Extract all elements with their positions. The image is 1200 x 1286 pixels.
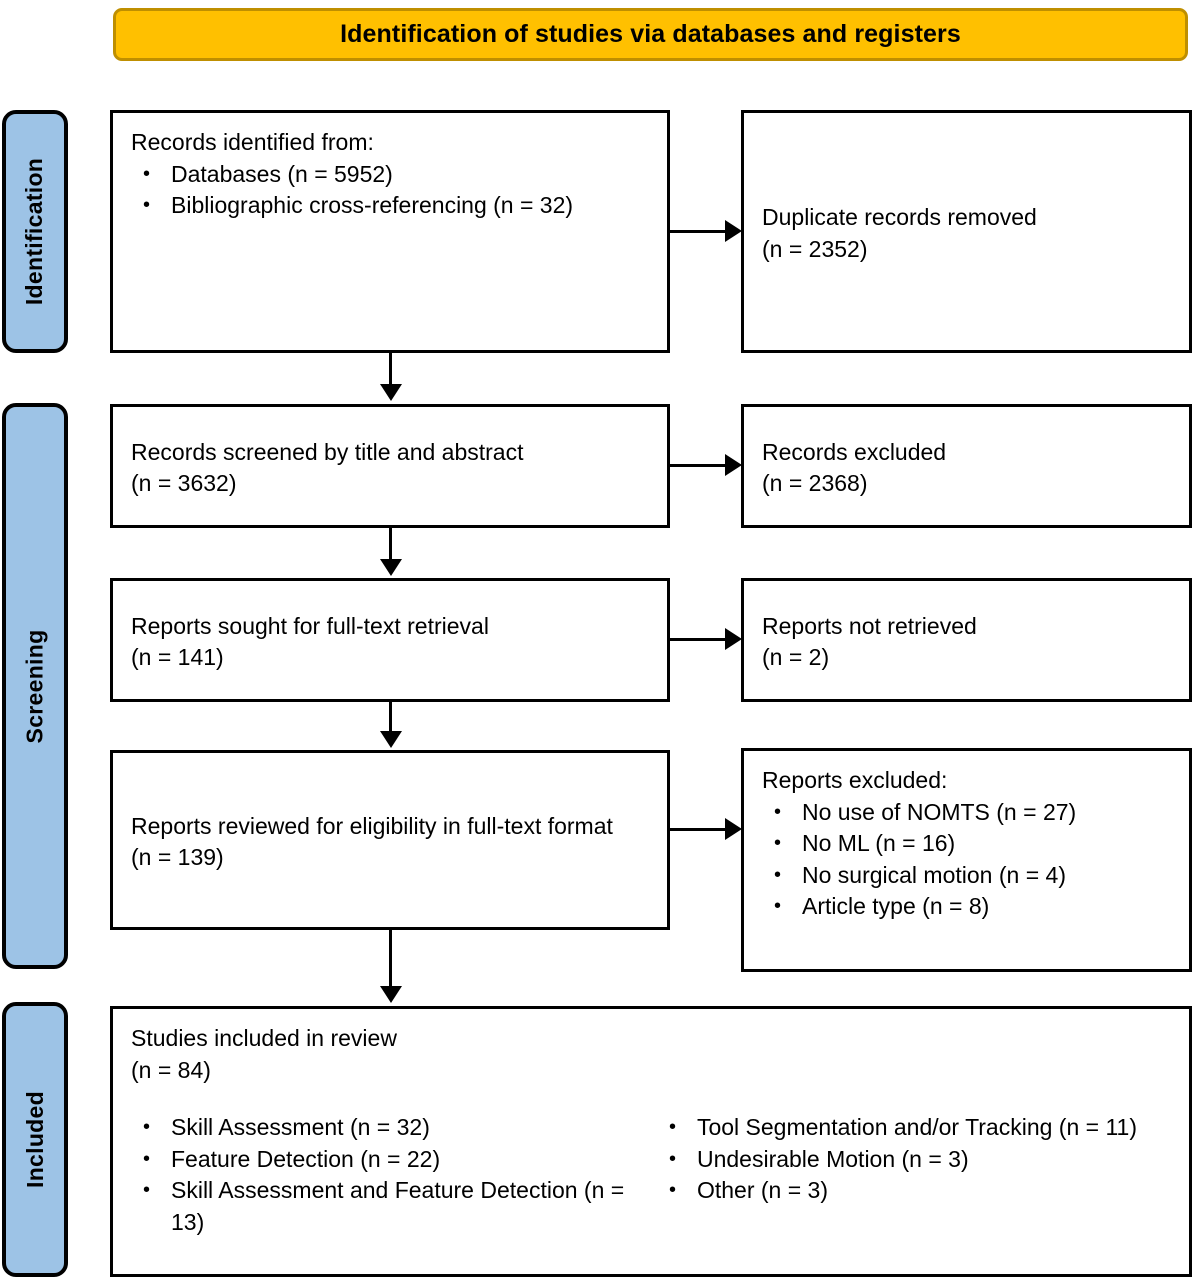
arrowhead-sought-to-not-retrieved <box>725 628 742 650</box>
box-line: Reports sought for full-text retrieval <box>131 612 489 639</box>
list-item: Article type (n = 8) <box>762 891 1173 923</box>
arrowhead-sought-to-reviewed <box>380 731 402 748</box>
stage-label-identification-text: Identification <box>21 157 48 306</box>
list-item: No ML (n = 16) <box>762 828 1173 860</box>
box-count: (n = 139) <box>131 844 224 870</box>
box-line: Records excluded <box>762 438 947 465</box>
connector-sought-to-reviewed <box>389 702 392 733</box>
included-categories-left: Skill Assessment (n = 32) Feature Detect… <box>131 1112 657 1238</box>
box-line: Reports not retrieved <box>762 612 977 639</box>
box-line: Records screened by title and abstract <box>131 438 524 465</box>
box-reports-not-retrieved-text: Reports not retrieved (n = 2) <box>762 611 977 674</box>
box-count: (n = 3632) <box>131 470 237 496</box>
stage-label-included-text: Included <box>21 1091 48 1188</box>
list-item: Undesirable Motion (n = 3) <box>657 1144 1173 1176</box>
box-studies-included-categories: Skill Assessment (n = 32) Feature Detect… <box>131 1112 1173 1238</box>
list-item: Skill Assessment and Feature Detection (… <box>131 1175 657 1238</box>
list-item: Other (n = 3) <box>657 1175 1173 1207</box>
list-item: Skill Assessment (n = 32) <box>131 1112 657 1144</box>
arrowhead-screened-to-sought <box>380 559 402 576</box>
connector-sought-to-not-retrieved <box>670 638 727 641</box>
box-count: (n = 141) <box>131 644 224 670</box>
box-line: Studies included in review <box>131 1025 397 1051</box>
diagram-header-banner: Identification of studies via databases … <box>113 8 1188 61</box>
box-reports-reviewed-text: Reports reviewed for eligibility in full… <box>131 811 613 874</box>
connector-reviewed-to-reports-excluded <box>670 828 727 831</box>
box-records-identified-list: Databases (n = 5952) Bibliographic cross… <box>131 159 651 222</box>
stage-label-screening-text: Screening <box>21 629 48 743</box>
box-reports-sought-text: Reports sought for full-text retrieval (… <box>131 611 489 674</box>
box-studies-included-text: Studies included in review (n = 84) <box>131 1023 1173 1086</box>
box-line: Reports reviewed for eligibility in full… <box>131 812 613 839</box>
box-reports-excluded-list: No use of NOMTS (n = 27) No ML (n = 16) … <box>762 797 1173 923</box>
stage-label-identification: Identification <box>2 110 68 353</box>
box-records-screened: Records screened by title and abstract (… <box>110 404 670 528</box>
box-records-identified: Records identified from: Databases (n = … <box>110 110 670 353</box>
list-item: Tool Segmentation and/or Tracking (n = 1… <box>657 1112 1173 1144</box>
box-studies-included: Studies included in review (n = 84) Skil… <box>110 1006 1192 1277</box>
box-reports-sought: Reports sought for full-text retrieval (… <box>110 578 670 702</box>
box-records-screened-text: Records screened by title and abstract (… <box>131 437 523 500</box>
box-reports-not-retrieved: Reports not retrieved (n = 2) <box>741 578 1192 702</box>
connector-reviewed-to-included <box>389 930 392 987</box>
box-count: (n = 2) <box>762 644 830 670</box>
box-duplicate-records-removed-text: Duplicate records removed (n = 2352) <box>762 202 1037 265</box>
connector-screened-to-sought <box>389 528 392 561</box>
box-line: Duplicate records removed <box>762 204 1037 230</box>
arrowhead-screened-to-excluded <box>725 454 742 476</box>
arrowhead-identified-to-duplicates <box>725 220 742 242</box>
box-count: (n = 2368) <box>762 470 868 496</box>
box-reports-reviewed: Reports reviewed for eligibility in full… <box>110 750 670 930</box>
arrowhead-identified-to-screened <box>380 384 402 401</box>
included-categories-right: Tool Segmentation and/or Tracking (n = 1… <box>657 1112 1173 1238</box>
box-records-identified-heading: Records identified from: <box>131 129 374 155</box>
box-records-excluded: Records excluded (n = 2368) <box>741 404 1192 528</box>
box-count: (n = 2352) <box>762 235 868 262</box>
connector-screened-to-excluded <box>670 464 727 467</box>
list-item: Databases (n = 5952) <box>131 159 651 191</box>
list-item: No use of NOMTS (n = 27) <box>762 797 1173 829</box>
stage-label-screening: Screening <box>2 403 68 969</box>
diagram-title: Identification of studies via databases … <box>340 19 961 48</box>
box-count: (n = 84) <box>131 1056 211 1083</box>
arrowhead-reviewed-to-included <box>380 986 402 1003</box>
box-reports-excluded: Reports excluded: No use of NOMTS (n = 2… <box>741 748 1192 972</box>
connector-identified-to-duplicates <box>670 230 727 233</box>
arrowhead-reviewed-to-reports-excluded <box>725 818 742 840</box>
stage-label-included: Included <box>2 1002 68 1277</box>
list-item: No surgical motion (n = 4) <box>762 860 1173 892</box>
box-records-excluded-text: Records excluded (n = 2368) <box>762 437 946 500</box>
box-reports-excluded-heading: Reports excluded: <box>762 767 948 793</box>
box-duplicate-records-removed: Duplicate records removed (n = 2352) <box>741 110 1192 353</box>
list-item: Feature Detection (n = 22) <box>131 1144 657 1176</box>
connector-identified-to-screened <box>389 353 392 386</box>
list-item: Bibliographic cross-referencing (n = 32) <box>131 190 651 222</box>
